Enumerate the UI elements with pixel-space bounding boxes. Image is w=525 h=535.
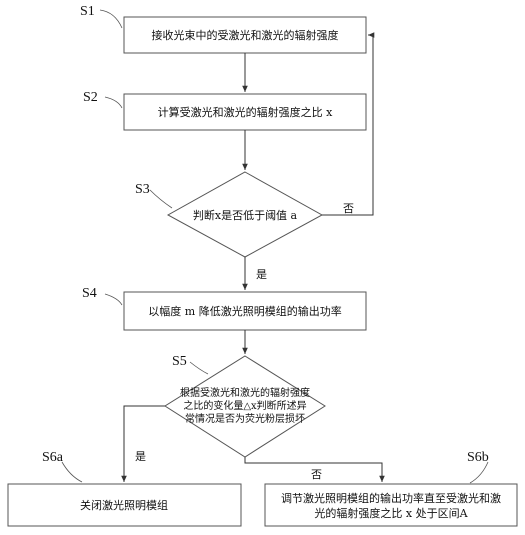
step-label-s5: S5: [172, 354, 187, 369]
process-box-s2: [123, 93, 367, 131]
s2-label-leader: [104, 96, 123, 109]
process-box-s6a: [7, 483, 242, 527]
decision-text-s5-line2: 之比的变化量△x判断所述异: [183, 399, 306, 412]
process-text-s1: 接收光束中的受激光和激光的辐射强度: [152, 28, 339, 42]
edge-label-s3-no: 否: [343, 202, 354, 215]
step-label-s6a: S6a: [42, 450, 64, 465]
decision-text-s5-line1: 根据受激光和激光的辐射强度: [180, 386, 310, 399]
edge-label-s3-yes: 是: [256, 268, 267, 281]
s1-label-leader: [99, 9, 123, 29]
process-box-s4: [123, 291, 367, 331]
s4-label-leader: [104, 293, 123, 306]
process-text-s2: 计算受激光和激光的辐射强度之比 x: [158, 105, 333, 119]
process-box-s6b: [264, 483, 518, 527]
process-text-s6a: 关闭激光照明模组: [80, 498, 168, 512]
edge-s3-no-loop: [322, 32, 375, 216]
s3-label-leader: [149, 189, 173, 209]
edge-s5-yes: [121, 405, 165, 482]
process-text-s6b-line1: 调节激光照明模组的输出功率直至受激光和激: [281, 491, 501, 505]
step-label-s2: S2: [83, 90, 98, 105]
step-label-s4: S4: [82, 286, 97, 301]
process-text-s6b-line2: 光的辐射强度之比 x 处于区间A: [314, 506, 468, 520]
step-label-s6b: S6b: [467, 450, 489, 465]
s5-label-leader: [189, 361, 209, 375]
s6a-label-leader: [61, 461, 83, 483]
decision-text-s5-line3: 常情况是否为荧光粉层损坏: [185, 412, 305, 425]
edge-label-s5-yes: 是: [135, 450, 146, 463]
process-text-s4: 以幅度 m 降低激光照明模组的输出功率: [148, 304, 341, 318]
s6b-label-leader: [469, 461, 489, 484]
step-label-s1: S1: [80, 4, 95, 19]
step-label-s3: S3: [135, 182, 150, 197]
process-box-s1: [123, 16, 367, 54]
edge-label-s5-no: 否: [311, 468, 322, 481]
edge-s5-no: [244, 457, 385, 482]
decision-text-s3: 判断x是否低于阈值 a: [193, 208, 298, 222]
